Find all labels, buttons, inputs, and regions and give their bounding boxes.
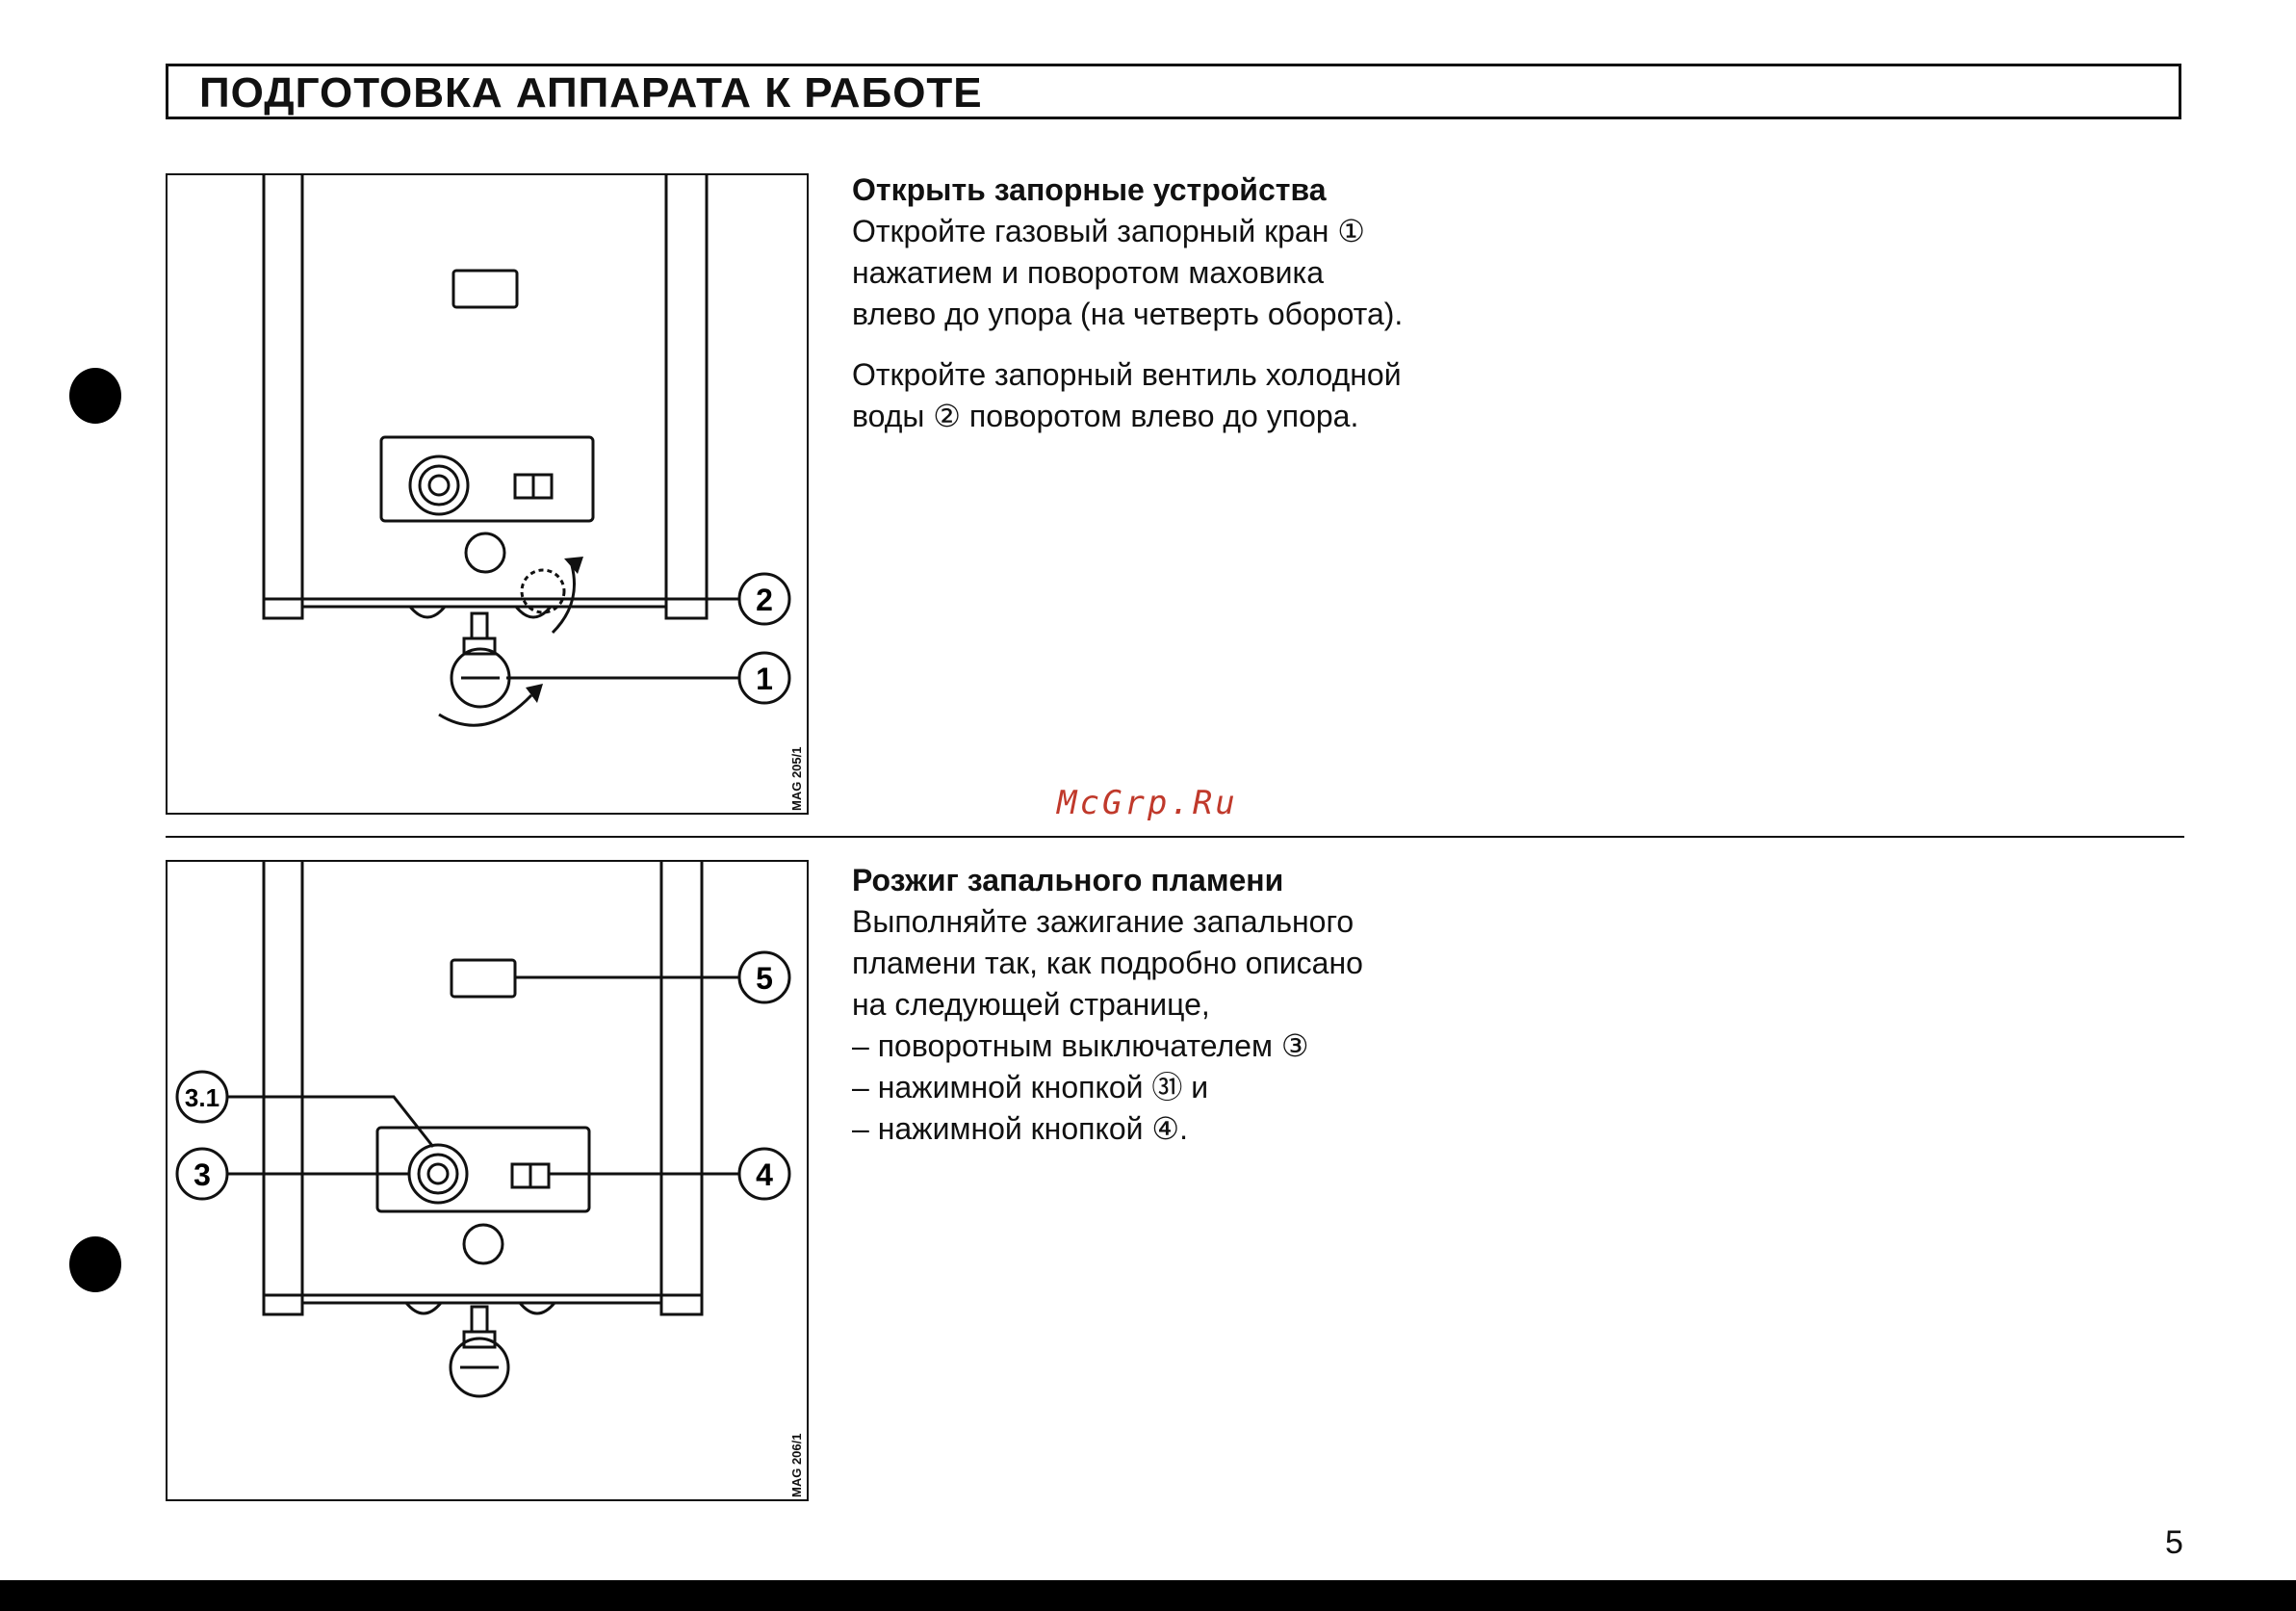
text-line: – нажимной кнопкой ㉛ и — [852, 1070, 1209, 1104]
callout-1: 1 — [756, 662, 773, 696]
text-line: влево до упора (на четверть оборота). — [852, 297, 1404, 331]
page-title: ПОДГОТОВКА АППАРАТА К РАБОТЕ — [199, 69, 983, 117]
binding-hole-dot — [69, 368, 121, 424]
callout-3-1: 3.1 — [185, 1083, 219, 1112]
text-line: Откройте запорный вентиль холодной — [852, 357, 1402, 392]
page-number: 5 — [2165, 1524, 2183, 1561]
section-heading: Розжиг запального пламени — [852, 863, 1284, 897]
figure-pilot-ignition: 5 3.1 3 4 MAG 206/1 — [166, 860, 809, 1501]
section-shutoff-text: Открыть запорные устройства Откройте газ… — [852, 169, 1403, 437]
section-heading: Открыть запорные устройства — [852, 172, 1327, 207]
figure-code: MAG 205/1 — [789, 746, 804, 811]
heater-diagram-2: 5 3.1 3 4 — [175, 862, 791, 1398]
text-line: Выполняйте зажигание запального — [852, 904, 1354, 939]
callout-circle — [737, 1147, 791, 1201]
binding-hole-dot — [69, 1236, 121, 1292]
callout-4: 4 — [756, 1157, 773, 1192]
callout-circle — [175, 1070, 229, 1124]
callout-circle — [737, 651, 791, 705]
title-box: ПОДГОТОВКА АППАРАТА К РАБОТЕ — [166, 64, 2181, 119]
text-line: на следующей странице, — [852, 987, 1210, 1022]
heater-diagram-1: 2 1 — [262, 175, 791, 727]
text-line: воды ② поворотом влево до упора. — [852, 399, 1359, 433]
callout-3: 3 — [193, 1157, 211, 1192]
watermark: McGrp.Ru — [1057, 784, 1238, 822]
text-line: Откройте газовый запорный кран ① — [852, 214, 1365, 248]
section-ignition-text: Розжиг запального пламени Выполняйте заж… — [852, 860, 1363, 1150]
text-line: нажатием и поворотом маховика — [852, 255, 1324, 290]
figure-shutoff-devices: 2 1 MAG 205/1 — [166, 173, 809, 815]
callout-circle — [737, 950, 791, 1004]
figure-code: MAG 206/1 — [789, 1433, 804, 1497]
callout-circle — [175, 1147, 229, 1201]
callout-circle — [737, 572, 791, 626]
text-line: – нажимной кнопкой ④. — [852, 1111, 1188, 1146]
callout-2: 2 — [756, 583, 773, 617]
callout-5: 5 — [756, 961, 773, 996]
text-line: пламени так, как подробно описано — [852, 946, 1363, 980]
text-line: – поворотным выключателем ③ — [852, 1028, 1309, 1063]
section-divider — [166, 836, 2184, 838]
scan-edge-bar — [0, 1580, 2296, 1611]
